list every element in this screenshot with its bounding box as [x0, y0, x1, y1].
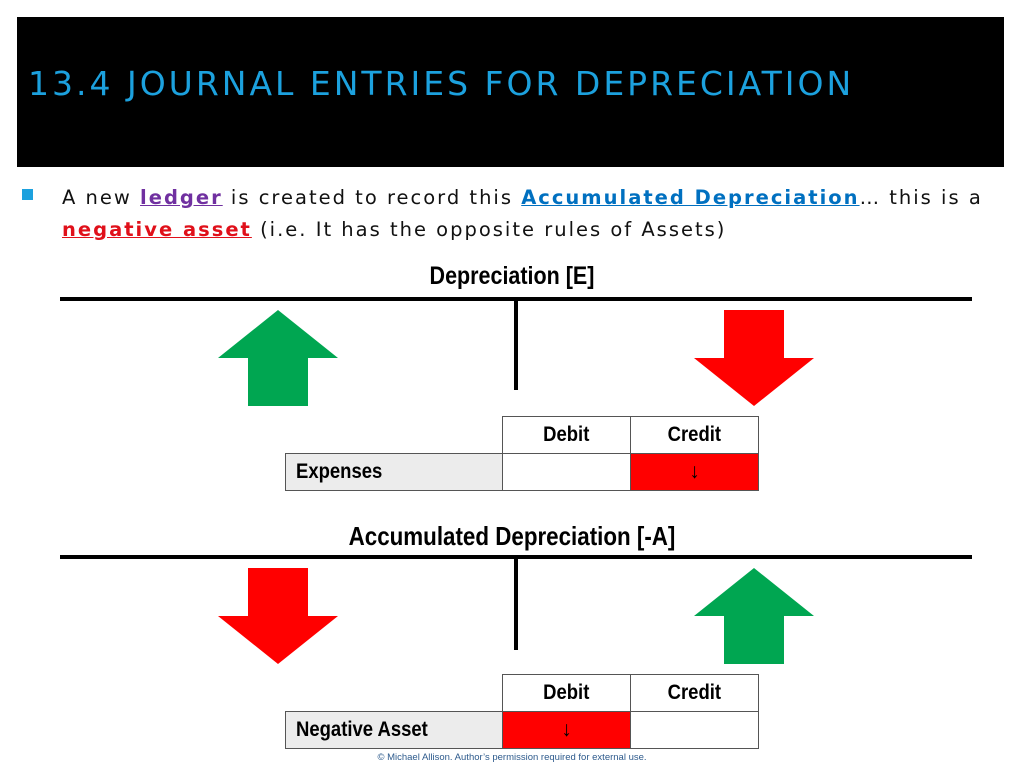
t-account-horizontal-line	[60, 555, 972, 559]
down-arrow-red-icon	[694, 310, 814, 406]
ledger-debit-cell: ↓	[502, 711, 631, 749]
keyword-ledger: ledger	[140, 186, 223, 209]
ledger-header-blank	[286, 675, 503, 712]
keyword-negative-asset: negative asset	[62, 218, 252, 241]
bullet-text-part: is created to record this	[222, 186, 522, 209]
ledger-header-blank	[286, 417, 503, 454]
down-arrow-red-icon	[218, 568, 338, 664]
ledger-header-credit: Credit	[630, 416, 759, 454]
header-credit-text: Credit	[667, 681, 722, 704]
row-label-text: Expenses	[296, 460, 383, 483]
ledger-row: Negative Asset ↓	[285, 711, 759, 749]
ledger-row-label: Negative Asset	[285, 711, 503, 749]
slide-title: 13.4 JOURNAL ENTRIES FOR DEPRECIATION	[28, 64, 855, 103]
up-arrow-green-icon	[218, 310, 338, 406]
ledger-row-label: Expenses	[285, 453, 503, 491]
copyright-footer: © Michael Allison. Author’s permission r…	[377, 752, 647, 763]
t-account-vertical-line	[514, 558, 518, 650]
t-account-horizontal-line	[60, 297, 972, 301]
ledger-row: Expenses ↓	[285, 453, 759, 491]
bullet-square-icon	[22, 189, 33, 200]
ledger-debit-cell	[502, 453, 631, 491]
header-credit-text: Credit	[667, 423, 722, 446]
ledger-credit-cell: ↓	[630, 453, 759, 491]
bullet-text: A new ledger is created to record this A…	[62, 182, 992, 246]
ledger-table-accumulated-depreciation: Debit Credit Negative Asset ↓	[285, 674, 759, 749]
account-title-depreciation: Depreciation [E]	[429, 262, 595, 290]
bullet-text-part: (i.e. It has the opposite rules of Asset…	[251, 218, 727, 241]
keyword-accumulated-depreciation: Accumulated Depreciation	[521, 186, 860, 209]
ledger-header-credit: Credit	[630, 674, 759, 712]
ledger-header-debit: Debit	[502, 416, 631, 454]
account-title-accumulated-depreciation: Accumulated Depreciation [-A]	[348, 521, 676, 551]
header-debit-text: Debit	[543, 423, 590, 446]
t-account-vertical-line	[514, 300, 518, 390]
ledger-table-depreciation: Debit Credit Expenses ↓	[285, 416, 759, 491]
bullet-text-part: A new	[62, 186, 141, 209]
bullet-text-part: … this is a	[859, 186, 983, 209]
ledger-header-row: Debit Credit	[286, 674, 759, 712]
header-debit-text: Debit	[543, 681, 590, 704]
ledger-header-debit: Debit	[502, 674, 631, 712]
title-bar	[17, 17, 1004, 167]
ledger-credit-cell	[630, 711, 759, 749]
up-arrow-green-icon	[694, 568, 814, 664]
ledger-header-row: Debit Credit	[286, 416, 759, 454]
row-label-text: Negative Asset	[296, 718, 428, 741]
